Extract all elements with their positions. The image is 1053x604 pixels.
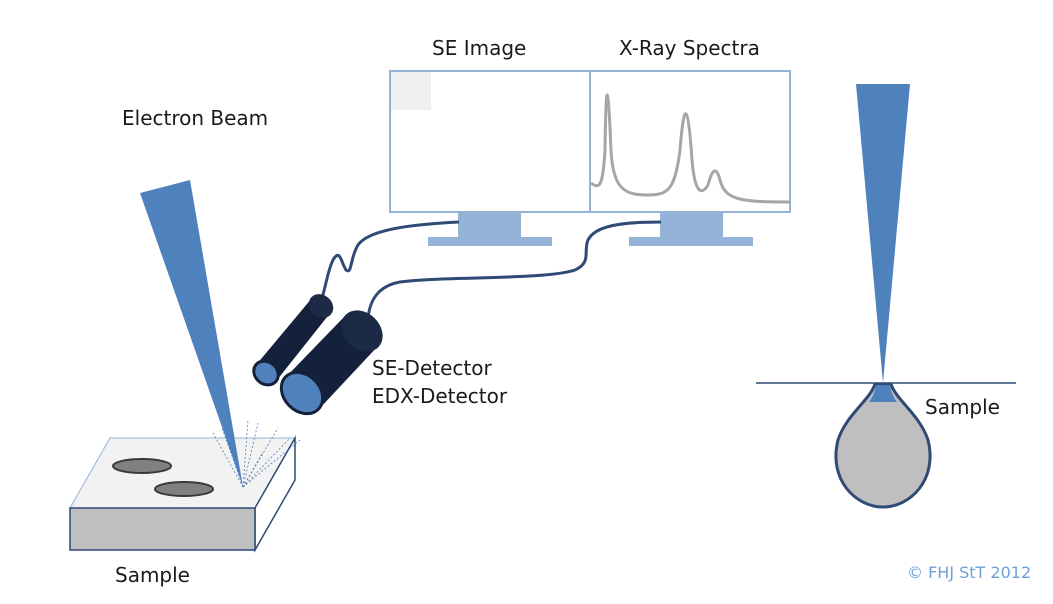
- interaction-volume-top: [869, 385, 897, 402]
- scattered-electrons: [212, 419, 301, 488]
- xray-spectra-monitor: [589, 70, 791, 246]
- sample-inclusion-1: [112, 458, 172, 474]
- se-detector: [252, 294, 334, 387]
- se-detector-body: [256, 298, 331, 380]
- electron-beam-label: Electron Beam: [122, 106, 269, 130]
- se-image-label: SE Image: [432, 36, 527, 60]
- electron-beam-cone: [140, 180, 243, 487]
- se-image-scan-square: [391, 72, 431, 110]
- edx-detector-label: EDX-Detector: [372, 384, 508, 408]
- copyright-notice: © FHJ StT 2012: [907, 563, 1032, 582]
- se-detector-cable: [320, 220, 460, 299]
- sample-block-front: [69, 507, 256, 551]
- edx-detector-cable: [366, 220, 662, 319]
- sample-block: [69, 435, 296, 553]
- edx-detector-face: [279, 370, 325, 416]
- se-detector-face: [252, 359, 280, 387]
- electron-beam-cone-right: [856, 84, 910, 383]
- interaction-volume: [834, 382, 932, 509]
- xray-spectra-label: X-Ray Spectra: [619, 36, 760, 60]
- xray-monitor-neck: [660, 212, 723, 237]
- edx-detector: [279, 310, 383, 416]
- se-monitor-neck: [458, 212, 521, 237]
- se-detector-back: [308, 294, 334, 318]
- edx-detector-back: [341, 310, 383, 352]
- xray-monitor-base: [629, 237, 753, 246]
- se-image-monitor: [389, 70, 591, 246]
- xray-spectrum-curve: [590, 93, 791, 204]
- sample-label-right: Sample: [925, 395, 1000, 419]
- sample-label-left: Sample: [115, 563, 190, 587]
- se-detector-label: SE-Detector: [372, 356, 492, 380]
- sample-inclusion-2: [154, 481, 214, 497]
- se-monitor-base: [428, 237, 552, 246]
